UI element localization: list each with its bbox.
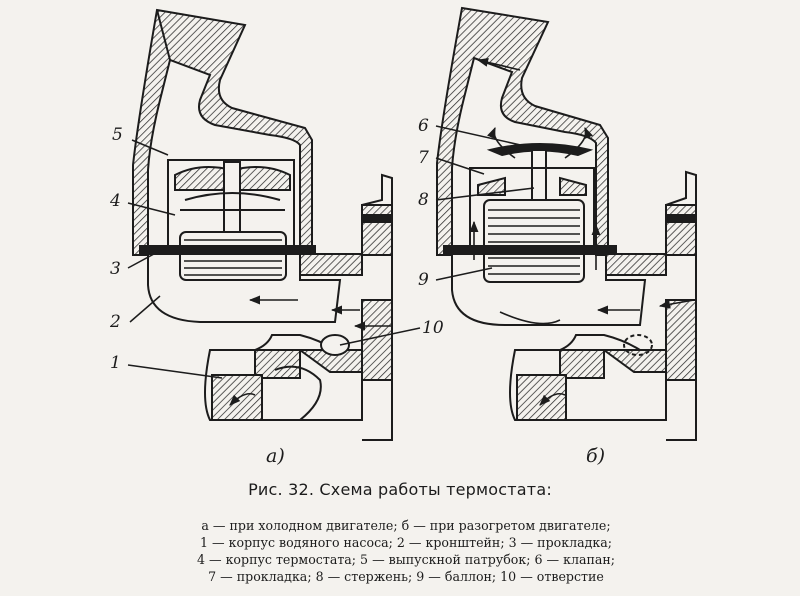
figure-legend: а — при холодном двигателе; б — при разо… <box>106 517 706 585</box>
view-b-sublabel: б) <box>586 445 605 467</box>
legend-line: 7 — прокладка; 8 — стержень; 9 — баллон;… <box>208 569 604 584</box>
thermostat-diagram: 5 4 3 2 1 10 а) <box>109 6 697 467</box>
outlet-pipe-a <box>132 8 313 256</box>
view-b-drawing <box>436 6 697 441</box>
gasket-a <box>139 245 316 255</box>
callout-5: 5 <box>112 125 123 145</box>
legend-line: 4 — корпус термостата; 5 — выпускной пат… <box>196 552 616 567</box>
view-a-sublabel: а) <box>266 445 285 467</box>
callout-9: 9 <box>418 270 429 290</box>
callout-6: 6 <box>418 116 429 136</box>
callout-8: 8 <box>418 190 429 210</box>
legend-line: а — при холодном двигателе; б — при разо… <box>201 518 611 533</box>
callout-1: 1 <box>110 353 121 373</box>
bellows-b <box>483 199 585 283</box>
outlet-pipe-b <box>436 6 609 256</box>
view-b-callouts: 6 7 8 9 б) <box>418 116 605 467</box>
callout-2: 2 <box>109 312 121 332</box>
pump-housing-b <box>509 334 667 421</box>
gasket-b <box>443 245 617 255</box>
callout-3: 3 <box>110 259 121 279</box>
callout-4: 4 <box>109 191 121 211</box>
view-a-drawing <box>132 8 393 441</box>
callout-7: 7 <box>418 148 429 168</box>
bellows-a <box>179 231 287 281</box>
bracket-b <box>451 254 647 326</box>
figure-caption: Рис. 32. Схема работы термостата: <box>248 480 552 499</box>
view-a-callouts: 5 4 3 2 1 10 а) <box>109 125 444 467</box>
legend-line: 1 — корпус водяного насоса; 2 — кронштей… <box>200 535 612 550</box>
callout-10: 10 <box>422 318 444 338</box>
